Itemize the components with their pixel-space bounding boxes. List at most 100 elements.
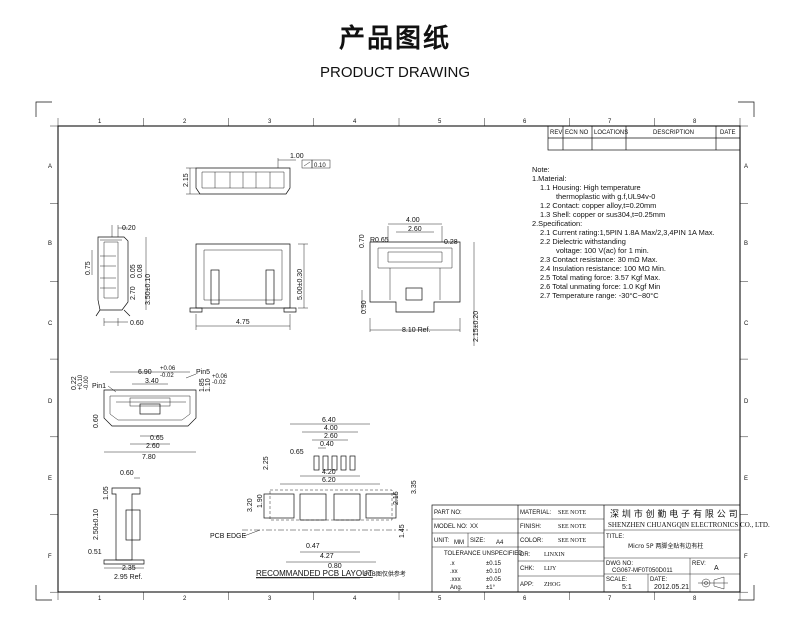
svg-text:0.47: 0.47 (306, 543, 320, 550)
svg-text:RECOMMANDED PCB LAYOUT: RECOMMANDED PCB LAYOUT (256, 569, 373, 578)
svg-text:5: 5 (438, 596, 442, 602)
svg-text:APP:: APP: (520, 582, 534, 588)
svg-text:0.28: 0.28 (444, 239, 458, 246)
svg-text:2.60: 2.60 (146, 443, 160, 450)
svg-text:3.50±0.10: 3.50±0.10 (145, 274, 152, 305)
svg-text:SEE NOTE: SEE NOTE (558, 524, 586, 530)
svg-text:B: B (744, 241, 748, 247)
svg-text:2.15: 2.15 (183, 173, 190, 187)
svg-text:.x: .x (450, 561, 455, 567)
svg-text:0.65: 0.65 (290, 449, 304, 456)
svg-text:7: 7 (608, 596, 612, 602)
svg-text:2.50±0.10: 2.50±0.10 (93, 509, 100, 540)
svg-text:-0.02: -0.02 (212, 380, 226, 386)
svg-text:2.6 Total unmating force: 1.0: 2.6 Total unmating force: 1.0 Kgf Min (540, 282, 660, 291)
pcb-signal-pad (322, 455, 329, 471)
svg-text:Pin1: Pin1 (92, 383, 106, 390)
svg-text:2.60: 2.60 (324, 433, 338, 440)
svg-text:Note:: Note: (532, 165, 550, 174)
svg-text:+0.06: +0.06 (212, 374, 228, 380)
svg-text:3: 3 (268, 119, 272, 125)
svg-text:C: C (48, 321, 53, 327)
svg-text:PART NO:: PART NO: (434, 510, 462, 516)
svg-text:2.25: 2.25 (263, 456, 270, 470)
svg-text:±0.10: ±0.10 (486, 569, 502, 575)
svg-text:A: A (48, 164, 52, 170)
svg-text:2: 2 (183, 596, 187, 602)
svg-text:MATERIAL:: MATERIAL: (520, 510, 552, 516)
top-view: 2.15 1.00 0.10 (183, 153, 331, 195)
svg-text:0.51: 0.51 (88, 549, 102, 556)
svg-text:8.10 Ref.: 8.10 Ref. (402, 327, 430, 334)
svg-text:1.2 Contact: copper alloy,t=0.: 1.2 Contact: copper alloy,t=0.20mm (540, 201, 656, 210)
svg-text:SEE NOTE: SEE NOTE (558, 538, 586, 544)
svg-text:A: A (714, 565, 719, 572)
svg-text:DATE:: DATE: (650, 577, 668, 583)
svg-text:±0.05: ±0.05 (486, 577, 502, 583)
right-view: 4.00 2.60 0.70 R0.65 0.28 0.90 8.10 Ref.… (359, 217, 480, 346)
svg-text:SIZE:: SIZE: (470, 538, 485, 544)
projection-symbol-icon (698, 576, 728, 590)
svg-text:0.22: 0.22 (71, 376, 78, 390)
end-view: 0.22 +0.10 -0.00 6.90 +0.06 -0.02 Pin5 P… (71, 366, 228, 461)
svg-text:D: D (48, 399, 53, 405)
svg-text:2.95 Ref.: 2.95 Ref. (114, 574, 142, 581)
svg-text:0.90: 0.90 (361, 300, 368, 314)
svg-text:0.75: 0.75 (85, 261, 92, 275)
svg-text:E: E (744, 476, 748, 482)
svg-text:7.80: 7.80 (142, 454, 156, 461)
svg-text:1.Material:: 1.Material: (532, 174, 567, 183)
pcb-mount-pad-left (263, 493, 295, 519)
svg-text:4.75: 4.75 (236, 319, 250, 326)
svg-text:MM: MM (454, 540, 464, 546)
svg-text:6: 6 (523, 596, 527, 602)
svg-text:2.60: 2.60 (408, 226, 422, 233)
svg-text:B: B (48, 241, 52, 247)
svg-text:UNIT:: UNIT: (434, 538, 449, 544)
svg-text:4: 4 (353, 596, 357, 602)
svg-text:Pin5: Pin5 (196, 369, 210, 376)
svg-text:1.3 Shell: copper or sus304,t=: 1.3 Shell: copper or sus304,t=0.25mm (540, 210, 665, 219)
svg-text:0.05: 0.05 (130, 264, 137, 278)
svg-text:2.70: 2.70 (130, 286, 137, 300)
svg-text:-0.00: -0.00 (84, 376, 90, 390)
svg-text:FINISH:: FINISH: (520, 524, 542, 530)
svg-text:2.3 Contact resistance: 30 mΩ: 2.3 Contact resistance: 30 mΩ Max. (540, 255, 658, 264)
svg-text:5: 5 (438, 119, 442, 125)
svg-text:2.2 Dielectric withstanding: 2.2 Dielectric withstanding (540, 237, 626, 246)
svg-text:DWG NO:: DWG NO: (606, 561, 633, 567)
front-view: 5.00±0.30 4.75 (189, 243, 308, 330)
page-title-cn: 产品图纸 (338, 24, 451, 54)
svg-text:PCB图仅供参考: PCB图仅供参考 (364, 570, 406, 578)
sheet-corner-marks (35, 101, 755, 601)
svg-text:±1°: ±1° (486, 585, 496, 591)
svg-text:2012.05.21: 2012.05.21 (654, 584, 689, 591)
svg-text:1.90: 1.90 (257, 494, 264, 508)
revision-table: REV ECN NO LOCATIONS DESCRIPTION DATE (547, 125, 741, 151)
svg-text:4.20: 4.20 (322, 469, 336, 476)
zone-ticks (50, 118, 748, 600)
row-labels-right: A B C D E F (744, 164, 749, 560)
svg-text:2.4 Insulation resistance: 100: 2.4 Insulation resistance: 100 MΩ Min. (540, 264, 666, 273)
svg-text:ECN NO: ECN NO (565, 130, 589, 136)
svg-text:0.20: 0.20 (122, 225, 136, 232)
svg-text:0.70: 0.70 (359, 234, 366, 248)
svg-text:XX: XX (470, 524, 478, 530)
svg-text:.xxx: .xxx (450, 577, 461, 583)
svg-text:1.05: 1.05 (103, 486, 110, 500)
svg-text:1.85: 1.85 (199, 378, 206, 392)
svg-text:TOLERANCE UNSPECIFIED: TOLERANCE UNSPECIFIED (444, 551, 523, 557)
notes-block: Note: 1.Material: 1.1 Housing: High temp… (532, 165, 715, 300)
pcb-layout: 6.40 4.00 2.60 0.40 0.65 2.25 4.20 6.20 … (210, 417, 418, 579)
column-labels-bottom: 1 2 3 4 5 6 7 8 (98, 596, 697, 602)
svg-text:6.90: 6.90 (138, 369, 152, 376)
svg-text:DATE: DATE (720, 130, 736, 136)
svg-text:REV:: REV: (692, 561, 706, 567)
svg-text:2: 2 (183, 119, 187, 125)
svg-text:1: 1 (98, 596, 102, 602)
svg-text:LIJY: LIJY (544, 566, 557, 572)
title-block: PART NO: MODEL NO: XX UNIT: MM SIZE: A4 … (431, 504, 770, 593)
svg-text:3: 3 (268, 596, 272, 602)
svg-text:2.Specification:: 2.Specification: (532, 219, 582, 228)
pcb-signal-pad (349, 455, 356, 471)
